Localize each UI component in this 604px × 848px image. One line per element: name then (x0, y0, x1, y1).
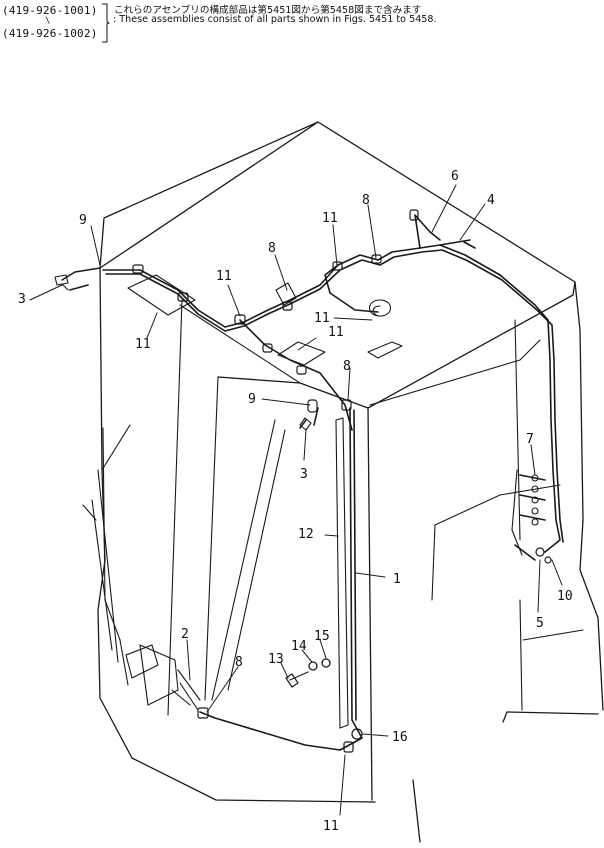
callout-3-center: 3 (300, 467, 308, 482)
labels-11 (127, 274, 403, 366)
callout-1: 1 (393, 572, 401, 587)
callout-10: 10 (557, 589, 573, 604)
callout-11-pad: 11 (328, 325, 344, 340)
leader-lines (29, 184, 563, 816)
callout-8-pillar: 8 (343, 359, 351, 374)
callout-8-roof: 8 (362, 193, 370, 208)
callout-numbers: 1 2 3 3 4 5 6 7 8 8 8 8 9 9 10 11 11 11 … (18, 169, 573, 834)
harness-rail-12 (335, 417, 349, 729)
callout-11-upper-left: 11 (216, 269, 232, 284)
callout-2: 2 (181, 627, 189, 642)
callout-8-top: 8 (268, 241, 276, 256)
callout-7: 7 (526, 432, 534, 447)
washer-15 (321, 658, 331, 668)
callout-5: 5 (536, 616, 544, 631)
cab-outline (97, 121, 604, 843)
callout-9-center: 9 (248, 392, 256, 407)
door-frame (101, 299, 301, 716)
header-bracket (102, 3, 110, 43)
callout-14: 14 (291, 639, 307, 654)
bolt-13 (285, 671, 309, 688)
connector-group-7 (511, 469, 539, 556)
callout-16: 16 (392, 730, 408, 745)
wiring-harness (61, 214, 564, 751)
clamps (132, 209, 552, 753)
note-japanese: これらのアセンブリの構成部品は第5451図から第5458図まで含みます (114, 5, 422, 16)
note-english: : These assemblies consist of all parts … (113, 14, 437, 25)
callout-8-bottom: 8 (235, 655, 243, 670)
callout-11-coil: 11 (314, 311, 330, 326)
callout-12: 12 (298, 527, 314, 542)
callout-11-bottom: 11 (323, 819, 339, 834)
callout-6: 6 (451, 169, 459, 184)
serial-range-start: (419-926-1001) (2, 4, 98, 17)
callout-3-left: 3 (18, 292, 26, 307)
rear-window (369, 319, 584, 711)
callout-13: 13 (268, 652, 284, 667)
callout-9-left: 9 (79, 213, 87, 228)
callout-4: 4 (487, 193, 495, 208)
serial-range-separator: \ (45, 16, 51, 26)
serial-range-end: (419-926-1002) (2, 27, 98, 40)
callout-11-left: 11 (135, 337, 151, 352)
washer-14 (308, 661, 318, 671)
callout-15: 15 (314, 629, 330, 644)
header-block: (419-926-1001) \ (419-926-1002) これらのアセンブ… (0, 0, 604, 46)
wiper-assembly (82, 427, 201, 711)
callout-11-top: 11 (322, 211, 338, 226)
